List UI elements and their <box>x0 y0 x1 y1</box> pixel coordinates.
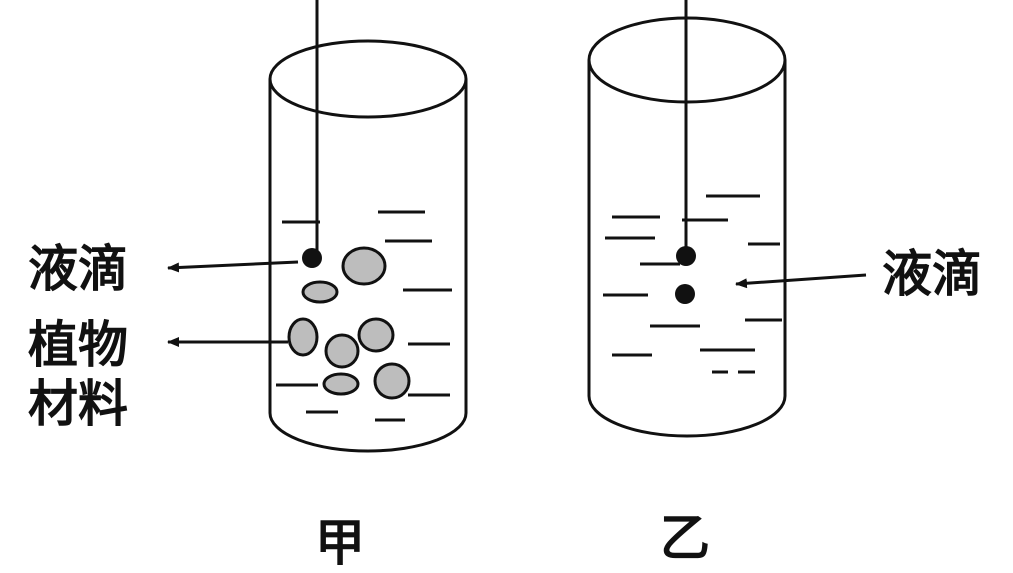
right-droplet-hanging <box>676 246 696 266</box>
left-beaker-bottom <box>268 412 468 453</box>
left-beaker <box>268 0 468 453</box>
right-liquid-marks <box>603 194 782 374</box>
plant-granule <box>373 362 411 400</box>
left-droplet-label: 液滴 <box>28 239 128 298</box>
right-droplet-arrow <box>735 273 867 289</box>
left-beaker-caption: 甲 <box>315 513 365 572</box>
plant-material-label-line1: 植物 <box>28 315 128 374</box>
right-beaker-bottom <box>587 395 787 438</box>
plant-granule <box>322 372 360 396</box>
left-beaker-rim <box>268 39 468 119</box>
plant-granule <box>324 333 360 369</box>
plant-granule <box>301 280 339 304</box>
right-droplet-label: 液滴 <box>882 244 982 303</box>
left-droplet-arrow <box>167 260 299 273</box>
left-droplet <box>302 248 322 268</box>
right-beaker <box>587 0 787 438</box>
left-liquid-marks <box>276 210 452 422</box>
plant-granule <box>357 317 395 353</box>
right-beaker-caption: 乙 <box>660 508 710 567</box>
plant-granule <box>287 317 319 357</box>
plant-material-granules <box>287 246 411 400</box>
plant-material-label-line2: 材料 <box>28 374 128 433</box>
right-droplet-falling <box>675 284 695 304</box>
plant-granule <box>341 246 387 286</box>
